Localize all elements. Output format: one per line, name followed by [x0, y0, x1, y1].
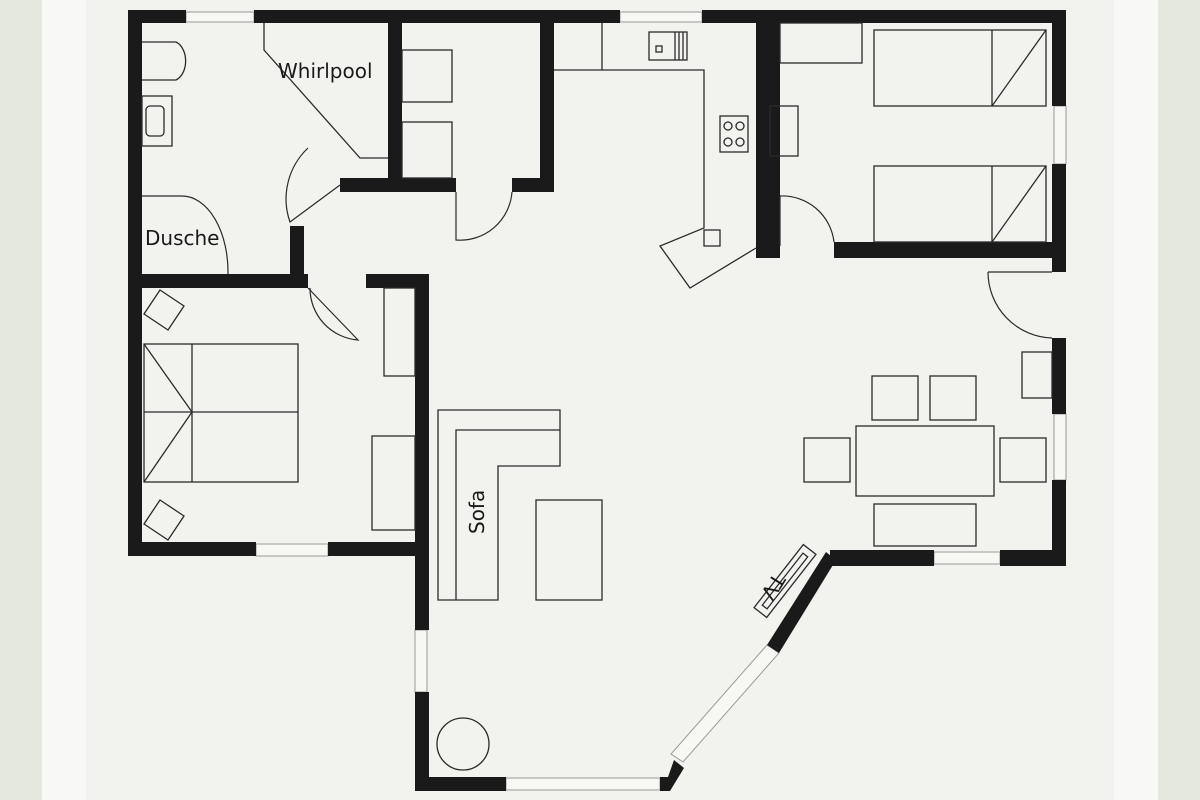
nightstand	[769, 105, 799, 157]
door-closet	[455, 191, 513, 241]
window-dining-bottom	[933, 551, 1001, 565]
entrance-cabinet	[1021, 351, 1053, 399]
closet-shelf-2	[401, 121, 453, 179]
door-bedroom1	[307, 287, 360, 341]
coffee-table	[535, 499, 603, 601]
window-bath-top	[185, 11, 255, 23]
drawing-sheet	[86, 0, 1114, 800]
window-bedroom2-right	[1053, 105, 1067, 165]
window-kitchen-top	[619, 11, 703, 23]
windows	[185, 11, 1067, 791]
bidet	[141, 95, 173, 147]
walls	[128, 10, 1066, 791]
kitchen-counter-left	[554, 23, 603, 71]
chair-2	[929, 375, 977, 421]
bathroom	[141, 23, 453, 179]
whirlpool-tub	[263, 23, 388, 159]
bench	[873, 503, 977, 547]
tv-stand	[753, 543, 817, 619]
window-living-diagonal	[670, 644, 780, 763]
chair-3	[803, 437, 851, 483]
door-entrance	[987, 271, 1053, 339]
stove	[719, 115, 749, 153]
doors	[142, 147, 1053, 341]
shower-curtain	[142, 195, 229, 275]
bedroom-1	[143, 287, 416, 541]
round-table	[436, 717, 490, 771]
living-area	[436, 409, 817, 771]
bed-top	[873, 29, 1047, 107]
bedroom1-desk	[371, 435, 416, 531]
window-dining-right	[1053, 413, 1067, 481]
window-bedroom1-bottom	[255, 543, 329, 557]
bed-bottom	[873, 165, 1047, 243]
window-living-left	[414, 629, 428, 693]
door-bedroom2	[779, 195, 835, 246]
chair-1	[871, 375, 919, 421]
sofa	[437, 409, 561, 601]
bedroom1-shelf	[383, 287, 416, 377]
label-sofa: Sofa	[465, 490, 489, 534]
window-living-bottom	[505, 777, 661, 791]
room-labels: Whirlpool Dusche Sofa TV	[145, 59, 791, 604]
wardrobe	[779, 22, 863, 64]
label-whirlpool: Whirlpool	[278, 59, 373, 83]
sink	[648, 31, 688, 61]
bedroom-2	[769, 22, 1047, 243]
nightstand-2	[143, 499, 185, 541]
kitchen-appliance	[703, 229, 721, 247]
dining-table	[855, 425, 995, 497]
nightstand-1	[143, 289, 185, 331]
dining	[803, 351, 1053, 547]
chair-4	[999, 437, 1047, 483]
closet-shelf-1	[401, 49, 453, 103]
double-bed	[143, 343, 299, 483]
kitchen-counter	[602, 69, 757, 289]
kitchen	[554, 23, 757, 289]
door-whirlpool	[285, 147, 341, 223]
toilet	[142, 41, 187, 81]
label-dusche: Dusche	[145, 226, 219, 250]
